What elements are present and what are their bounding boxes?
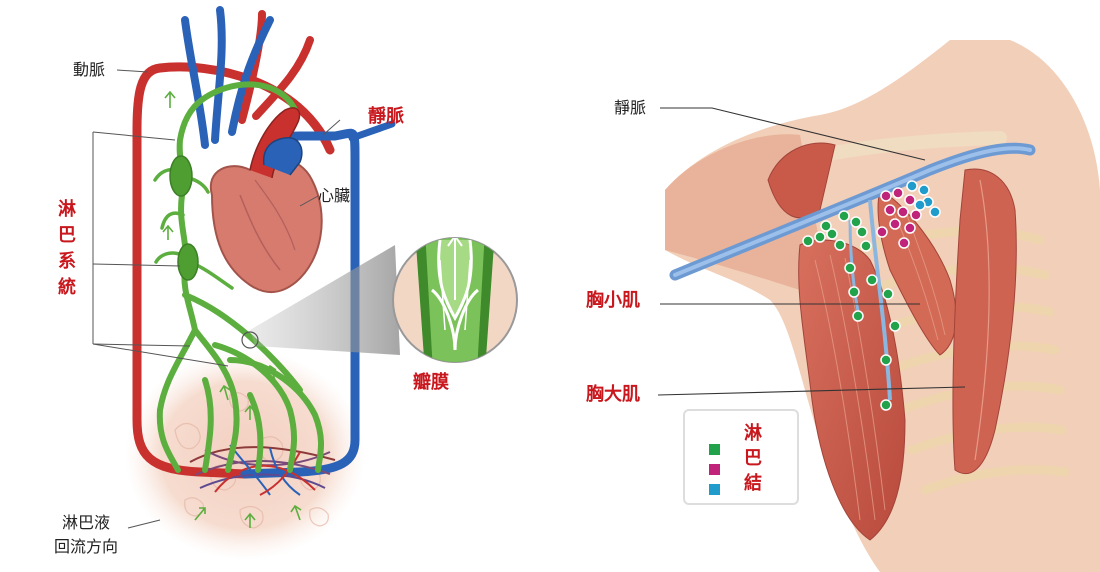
lymph-nodes-blue bbox=[906, 180, 941, 218]
lymph-nodes-magenta bbox=[876, 187, 922, 249]
label-vein-right: 靜脈 bbox=[614, 98, 647, 117]
lymph-node-legend: 淋巴結 bbox=[683, 409, 799, 505]
heart bbox=[209, 107, 323, 294]
vein-top-branches bbox=[181, 6, 274, 149]
left-leader-lines bbox=[92, 69, 341, 529]
deltoid-muscle bbox=[767, 142, 836, 219]
lymph-node-lower bbox=[177, 243, 199, 281]
label-pectoralis-minor: 胸小肌 bbox=[586, 290, 640, 311]
lymph-node-upper bbox=[169, 155, 193, 197]
lymph-duct-right bbox=[868, 199, 892, 401]
legend-title: 淋巴結 bbox=[744, 423, 762, 495]
right-leader-lines bbox=[657, 107, 966, 396]
artery-top-branches bbox=[238, 10, 314, 124]
valve-magnified bbox=[392, 237, 518, 363]
chest-anatomy bbox=[657, 40, 1100, 572]
label-pectoralis-major: 胸大肌 bbox=[586, 384, 640, 405]
legend-swatch-green bbox=[709, 444, 720, 455]
label-heart: 心臟 bbox=[318, 186, 351, 205]
magnify-source-circle bbox=[241, 331, 259, 349]
label-valve: 瓣膜 bbox=[413, 372, 449, 393]
legend-swatch-magenta bbox=[709, 464, 720, 475]
lymphatic-vessels bbox=[156, 81, 324, 473]
legend-swatch-blue bbox=[709, 484, 720, 495]
lymph-nodes-green bbox=[802, 210, 901, 411]
flow-arrows bbox=[162, 90, 302, 528]
magnification-cone bbox=[250, 245, 400, 355]
label-flow-line2: 回流方向 bbox=[54, 537, 119, 556]
label-vein-left: 靜脈 bbox=[368, 106, 404, 127]
body-tissue bbox=[125, 350, 365, 560]
label-flow-line1: 淋巴液 bbox=[62, 513, 111, 532]
label-artery: 動脈 bbox=[73, 60, 106, 79]
serratus-muscle bbox=[952, 168, 1017, 475]
label-lymph-system: 淋巴系統 bbox=[58, 199, 76, 299]
circulation-diagram bbox=[92, 6, 518, 560]
